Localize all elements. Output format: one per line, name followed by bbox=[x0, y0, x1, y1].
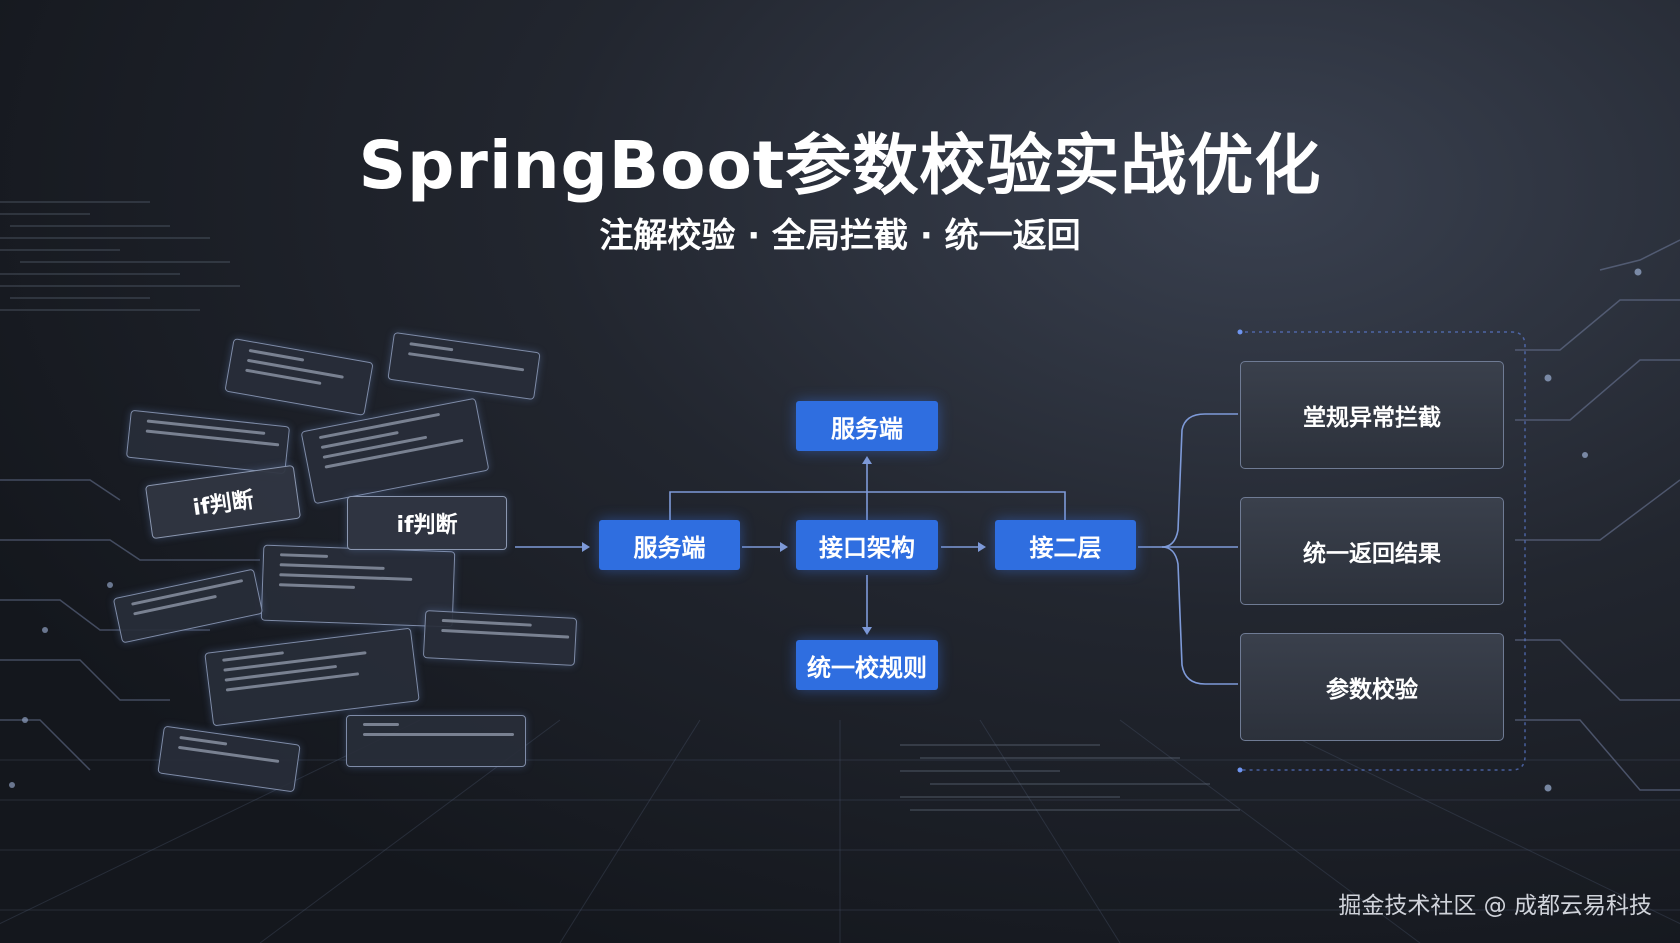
footer-watermark: 掘金技术社区 @ 成都云易科技 bbox=[1338, 893, 1652, 919]
code-fragment bbox=[346, 715, 526, 767]
code-fragment bbox=[422, 610, 578, 666]
output-parameter-validation: 参数校验 bbox=[1240, 633, 1504, 741]
if-label: if判断 bbox=[396, 513, 458, 538]
if-label: if判断 bbox=[191, 487, 256, 522]
output-exception-interception: 堂规异常拦截 bbox=[1240, 361, 1504, 469]
page-title: SpringBoot参数校验实战优化 bbox=[358, 127, 1322, 204]
node-unified-validation-rules: 统一校规则 bbox=[796, 640, 938, 690]
node-server-top: 服务端 bbox=[796, 401, 938, 451]
node-server-start: 服务端 bbox=[599, 520, 740, 570]
node-interface-architecture: 接口架构 bbox=[796, 520, 938, 570]
node-second-layer: 接二层 bbox=[995, 520, 1136, 570]
output-unified-result: 统一返回结果 bbox=[1240, 497, 1504, 605]
page-subtitle: 注解校验 · 全局拦截 · 统一返回 bbox=[599, 216, 1081, 256]
if-judgement-tag: if判断 bbox=[347, 496, 507, 550]
